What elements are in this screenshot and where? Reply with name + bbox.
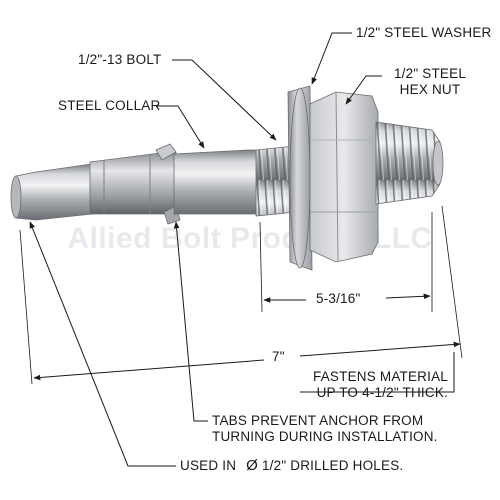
used-in-label: USED IN Ø 1/2" DRILLED HOLES. <box>180 458 403 474</box>
bolt-shank <box>173 149 259 215</box>
fastens-material-line1: FASTENS MATERIAL <box>313 369 448 384</box>
steel-collar <box>89 143 181 225</box>
collar-label: STEEL COLLAR <box>58 98 161 113</box>
dimension-extensions <box>19 205 463 385</box>
overall-length-label: 7" <box>272 349 285 364</box>
dimension-overall-length <box>33 341 461 381</box>
fastens-material-label: FASTENS MATERIAL UP TO 4-1/2" THICK. <box>300 369 448 401</box>
diameter-symbol: Ø <box>246 457 258 474</box>
hex-nut-label-line1: 1/2" STEEL <box>393 66 467 81</box>
hex-nut-label: 1/2" STEEL HEX NUT <box>384 66 476 98</box>
hex-nut-label-line2: HEX NUT <box>399 82 461 97</box>
thread-length-label: 5-3/16" <box>316 291 361 306</box>
bolt-thread-end <box>375 121 444 205</box>
used-in-text: USED IN <box>180 458 237 473</box>
anchor-tip <box>10 163 93 221</box>
washer-label: 1/2" STEEL WASHER <box>356 25 492 40</box>
hex-nut <box>309 91 379 263</box>
used-in-size: 1/2" DRILLED HOLES. <box>261 458 404 473</box>
tabs-label-line2: TURNING DURING INSTALLATION. <box>212 429 438 444</box>
tabs-label-line1: TABS PREVENT ANCHOR FROM <box>212 413 424 428</box>
steel-washer <box>287 85 313 271</box>
tabs-label: TABS PREVENT ANCHOR FROM TURNING DURING … <box>212 413 438 445</box>
dimension-thread-length <box>263 293 431 303</box>
leader-lines <box>29 32 455 467</box>
fastens-material-line2: UP TO 4-1/2" THICK. <box>316 385 448 400</box>
bolt-label: 1/2"-13 BOLT <box>78 52 162 67</box>
